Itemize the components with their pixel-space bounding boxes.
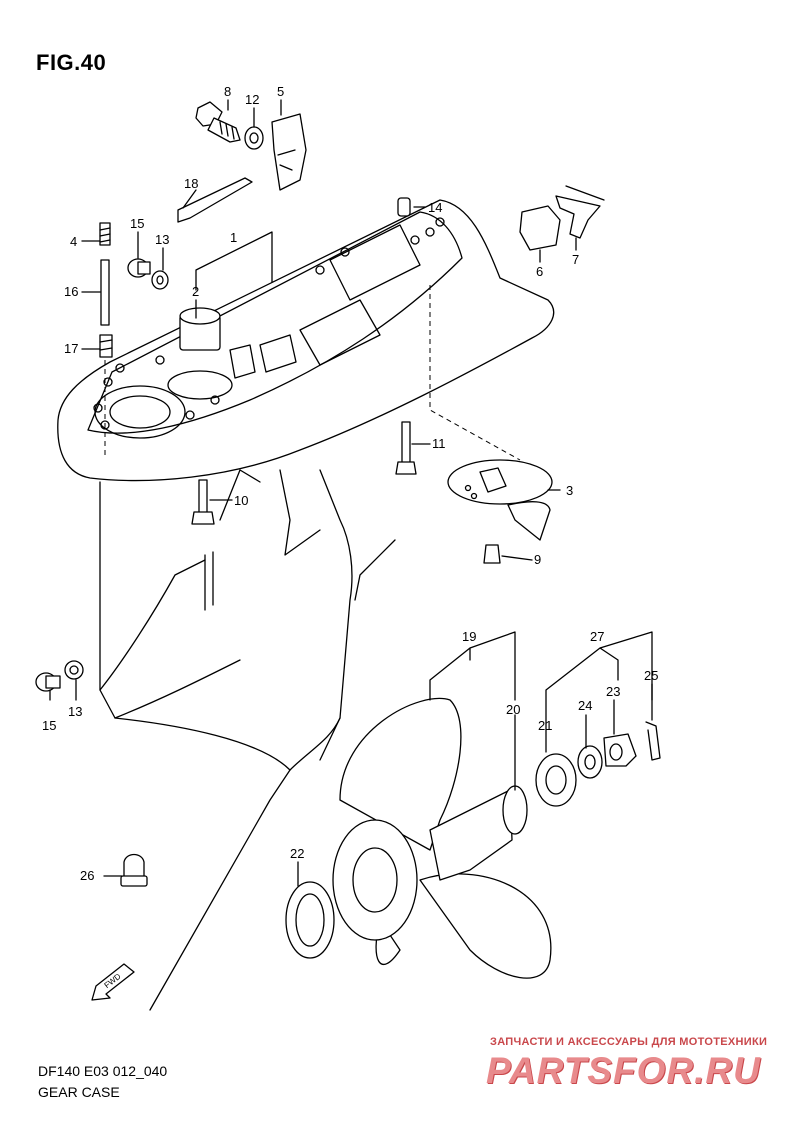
callout-5: 5 (277, 84, 284, 99)
callout-16: 16 (64, 284, 78, 299)
clip-part-7 (555, 185, 605, 239)
callout-24: 24 (578, 698, 592, 713)
rod-parts (99, 222, 113, 358)
pin-part-14 (397, 197, 411, 217)
callout-22: 22 (290, 846, 304, 861)
figure-title: FIG.40 (36, 50, 107, 75)
tie-part-18 (177, 177, 253, 223)
callout-20: 20 (506, 702, 520, 717)
callout-4: 4 (70, 234, 77, 249)
bolt-part-11 (395, 421, 417, 475)
diagram-model-code: DF140 E03 012_040 (38, 1063, 168, 1079)
callout-2: 2 (192, 284, 199, 299)
callout-13-lower: 13 (68, 704, 82, 719)
trim-tab-part-3 (447, 459, 553, 541)
bolt-part-10 (191, 479, 215, 525)
watermark-tagline: ЗАПЧАСТИ И АКСЕССУАРЫ ДЛЯ МОТОТЕХНИКИ (490, 1036, 768, 1048)
callout-1: 1 (230, 230, 237, 245)
callout-6: 6 (536, 264, 543, 279)
nut-part-23 (603, 733, 637, 767)
fwd-arrow-icon (91, 963, 135, 1001)
plug-part-15-upper (127, 258, 151, 278)
callout-13: 13 (155, 232, 169, 247)
plug-part-15-lower (35, 672, 61, 692)
callout-14: 14 (428, 200, 442, 215)
mount-part-5 (271, 113, 307, 191)
washer-part-22 (285, 881, 335, 959)
diagram-caption: GEAR CASE (38, 1084, 120, 1100)
propeller-part-19 (332, 697, 552, 979)
callout-21: 21 (538, 718, 552, 733)
callout-9: 9 (534, 552, 541, 567)
cotter-pin-part-25 (645, 721, 661, 761)
callout-3: 3 (566, 483, 573, 498)
callout-19: 19 (462, 629, 476, 644)
callout-27: 27 (590, 629, 604, 644)
watermark-brand: PARTSFOR.RU (486, 1050, 761, 1091)
washer-part-13-upper (151, 270, 169, 290)
washer-part-24 (577, 745, 603, 779)
callout-8: 8 (224, 84, 231, 99)
callout-25: 25 (644, 668, 658, 683)
callout-15: 15 (130, 216, 144, 231)
washer-part-12 (244, 126, 264, 150)
bolt-part-8 (195, 101, 241, 143)
spacer-part-21 (535, 753, 577, 807)
callout-7: 7 (572, 252, 579, 267)
callout-12: 12 (245, 92, 259, 107)
gear-case-housing (57, 199, 555, 1011)
callout-17: 17 (64, 341, 78, 356)
callout-26: 26 (80, 868, 94, 883)
callout-18: 18 (184, 176, 198, 191)
callout-11: 11 (432, 436, 446, 451)
plug-part-26 (120, 853, 148, 887)
washer-part-13-lower (64, 660, 84, 680)
callout-15-lower: 15 (42, 718, 56, 733)
callout-10: 10 (234, 493, 248, 508)
leader-lines (49, 99, 653, 887)
nut-part-9 (483, 544, 501, 564)
clip-part-6 (519, 205, 561, 251)
callout-23: 23 (606, 684, 620, 699)
